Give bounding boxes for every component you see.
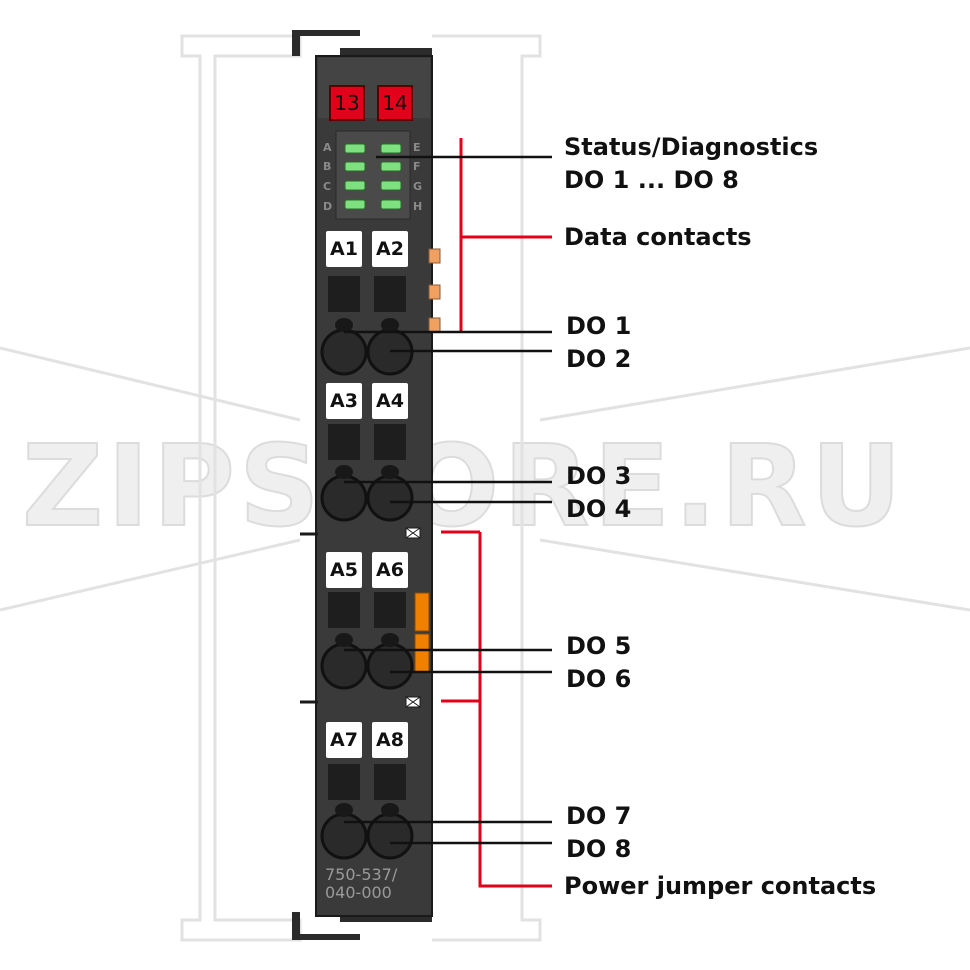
- part-number-line1: 750-537/: [325, 865, 398, 884]
- wire-entries: [320, 318, 414, 860]
- led-f: [380, 161, 402, 172]
- led-g: [380, 180, 402, 191]
- label-do1-do8: DO 1 ... DO 8: [564, 166, 739, 194]
- label-do2: DO 2: [566, 345, 632, 373]
- connector-a2: A2: [372, 231, 408, 267]
- connector-a6: A6: [372, 552, 408, 588]
- part-number-line2: 040-000: [325, 883, 392, 902]
- led-label-g: G: [413, 180, 423, 193]
- led-b: [344, 161, 366, 172]
- led-label-b: B: [323, 160, 332, 173]
- led-label-e: E: [413, 141, 421, 154]
- led-label-c: C: [323, 180, 332, 193]
- led-label-h: H: [413, 200, 423, 213]
- terminal-13: 13: [329, 85, 365, 121]
- label-data-contacts: Data contacts: [564, 223, 752, 251]
- led-label-d: D: [323, 200, 333, 213]
- terminal-14: 14: [377, 85, 413, 121]
- label-power-jumper-contacts: Power jumper contacts: [564, 872, 877, 900]
- connector-a4: A4: [372, 383, 408, 419]
- release-slots: [328, 276, 406, 800]
- led-d: [344, 199, 366, 210]
- label-status-diagnostics: Status/Diagnostics: [564, 133, 819, 161]
- connector-a1: A1: [326, 231, 362, 267]
- connector-a5: A5: [326, 552, 362, 588]
- ghost-modules: [0, 34, 970, 942]
- led-h: [380, 199, 402, 210]
- label-do7: DO 7: [566, 802, 632, 830]
- label-do5: DO 5: [566, 632, 632, 660]
- led-e: [380, 143, 402, 154]
- led-label-f: F: [413, 160, 421, 173]
- bottom-clip: [292, 912, 360, 940]
- data-contact-pads: [428, 248, 441, 333]
- label-do8: DO 8: [566, 835, 632, 863]
- part-number: 750-537/ 040-000: [325, 866, 415, 902]
- top-clip: [292, 30, 360, 56]
- led-label-a: A: [323, 141, 332, 154]
- led-a: [344, 143, 366, 154]
- callout-brackets: [441, 138, 552, 888]
- connector-a7: A7: [326, 722, 362, 758]
- led-c: [344, 180, 366, 191]
- power-jumper-bars: [300, 527, 430, 708]
- label-do6: DO 6: [566, 665, 632, 693]
- label-do4: DO 4: [566, 495, 632, 523]
- connector-a3: A3: [326, 383, 362, 419]
- label-do3: DO 3: [566, 462, 632, 490]
- leader-lines: [344, 155, 552, 845]
- connector-a8: A8: [372, 722, 408, 758]
- status-leds: [344, 143, 402, 210]
- label-do1: DO 1: [566, 312, 632, 340]
